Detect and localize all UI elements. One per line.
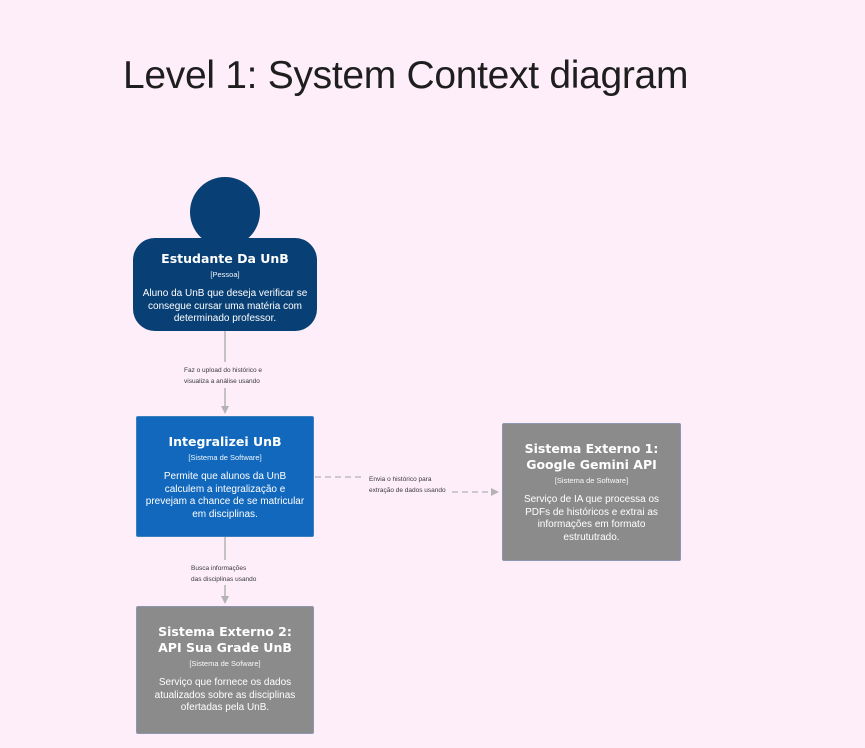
node-name: Integralizei UnB [168, 434, 282, 449]
diagram-title: Level 1: System Context diagram [123, 54, 689, 97]
edge-label-envia-historico: Envia o histórico para extração de dados… [369, 474, 446, 496]
node-type: [Pessoa] [210, 270, 240, 279]
node-type: [Sistema de Software] [188, 453, 262, 462]
edge-label-line: Faz o upload do histórico e [184, 367, 263, 374]
node-name: Estudante Da UnB [161, 251, 289, 266]
edge-label-line: Envia o histórico para [369, 476, 432, 483]
external-system-node-gemini[interactable]: Sistema Externo 1: Google Gemini API [Si… [502, 423, 681, 561]
node-type: [Sistema de Software] [554, 476, 629, 485]
node-description: Aluno da UnB que deseja verificar se con… [142, 288, 308, 324]
node-description: Serviço que fornece os dados atualizados… [154, 677, 296, 713]
node-description: Permite que alunos da UnB calculem a int… [145, 471, 305, 520]
edge-label-line: das disciplinas usando [191, 576, 257, 583]
node-name: Sistema Externo 1: Google Gemini API [524, 441, 659, 472]
node-description: Serviço de IA que processa os PDFs de hi… [523, 494, 660, 543]
node-type: [Sistema de Sofware] [189, 659, 261, 668]
person-head-icon [190, 177, 260, 247]
external-system-node-sua-grade[interactable]: Sistema Externo 2: API Sua Grade UnB [Si… [136, 606, 314, 734]
node-name: Sistema Externo 2: API Sua Grade UnB [158, 624, 292, 655]
edge-label-line: extração de dados usando [369, 487, 446, 494]
edge-label-line: visualiza a análise usando [184, 378, 260, 385]
edge-label-line: Busca informações [191, 565, 247, 572]
edge-label-busca-informacoes: Busca informações das disciplinas usando [191, 563, 257, 585]
edge-label-upload: Faz o upload do histórico e visualiza a … [184, 365, 263, 387]
person-node-estudante[interactable]: Estudante Da UnB [Pessoa] Aluno da UnB q… [133, 238, 317, 331]
system-node-integralizei[interactable]: Integralizei UnB [Sistema de Software] P… [136, 416, 314, 537]
